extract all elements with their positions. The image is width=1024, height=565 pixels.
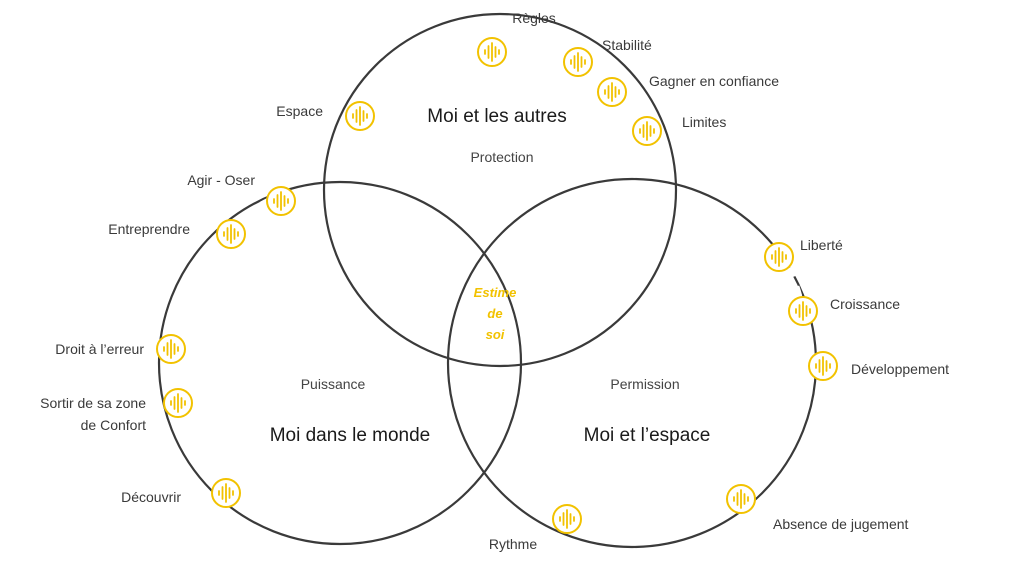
sound-wave-icon: [163, 388, 193, 418]
sound-wave-icon: [345, 101, 375, 131]
center-line-3: soi: [486, 327, 505, 342]
label-confiance: Gagner en confiance: [649, 73, 779, 89]
label-erreur: Droit à l’erreur: [55, 341, 144, 357]
title-right: Moi et l’espace: [584, 425, 711, 446]
sound-wave-icon: [216, 219, 246, 249]
subtitle-left: Puissance: [301, 376, 366, 392]
label-developpement: Développement: [851, 361, 949, 377]
subtitle-right: Permission: [610, 376, 679, 392]
label-sortir-1: Sortir de sa zone: [40, 395, 146, 411]
sound-wave-icon: [477, 37, 507, 67]
sound-wave-icon: [266, 186, 296, 216]
label-stabilite: Stabilité: [602, 37, 652, 53]
title-top: Moi et les autres: [427, 106, 566, 127]
label-sortir-2: de Confort: [81, 417, 146, 433]
label-agir: Agir - Oser: [187, 172, 255, 188]
sound-wave-icon: [563, 47, 593, 77]
label-jugement: Absence de jugement: [773, 516, 909, 532]
circle-left: [157, 180, 523, 546]
sound-wave-icon: [156, 334, 186, 364]
subtitle-top: Protection: [470, 149, 533, 165]
sound-wave-icon: [211, 478, 241, 508]
center-line-1: Estime: [474, 285, 517, 300]
label-limites: Limites: [682, 114, 726, 130]
center-line-2: de: [487, 306, 502, 321]
label-regles: Règles: [512, 10, 556, 26]
sound-wave-icon: [764, 242, 794, 272]
sound-wave-icon: [808, 351, 838, 381]
label-liberte: Liberté: [800, 237, 843, 253]
label-rythme: Rythme: [489, 536, 537, 552]
sound-wave-icon: [552, 504, 582, 534]
dash-top: [357, 36, 663, 142]
label-decouvrir: Découvrir: [121, 489, 181, 505]
dash-left: [164, 197, 272, 503]
label-croissance: Croissance: [830, 296, 900, 312]
sound-wave-icon: [726, 484, 756, 514]
label-entreprendre: Entreprendre: [108, 221, 190, 237]
sound-wave-icon: [597, 77, 627, 107]
sound-wave-icon: [632, 116, 662, 146]
label-espace: Espace: [276, 103, 323, 119]
sound-wave-icon: [788, 296, 818, 326]
circle-top: [322, 12, 678, 368]
circle-right: [446, 177, 818, 549]
title-left: Moi dans le monde: [270, 425, 431, 446]
